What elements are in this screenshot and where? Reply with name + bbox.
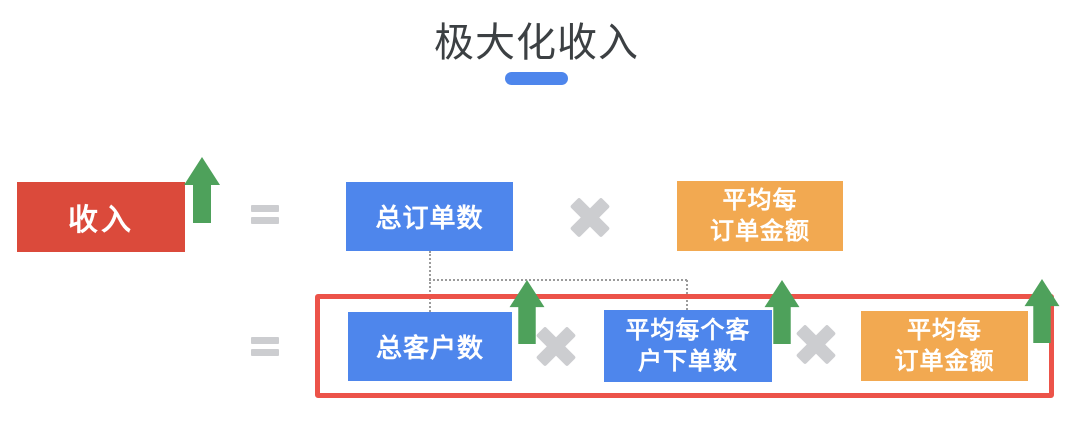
up-arrow-icon — [764, 280, 800, 344]
avg-order-value-box: 平均每 订单金额 — [861, 311, 1028, 381]
multiply-icon — [572, 199, 608, 235]
equals-icon — [251, 205, 279, 224]
equals-icon — [251, 337, 279, 356]
total-orders-label: 总订单数 — [375, 203, 484, 233]
up-arrow-icon — [184, 157, 220, 223]
connector-horizontal — [429, 279, 687, 281]
page-title: 极大化收入 — [434, 21, 639, 65]
up-arrow-icon — [1024, 279, 1060, 343]
connector-vertical-left — [429, 251, 431, 312]
avg-order-value-box: 平均每 订单金额 — [677, 181, 843, 251]
multiply-icon — [798, 326, 834, 362]
total-customers-label: 总客户数 — [375, 333, 484, 363]
total-orders-box: 总订单数 — [346, 182, 513, 251]
avg-orders-per-customer-line1: 平均每个客 — [625, 317, 751, 344]
avg-order-value-line2: 订单金额 — [710, 218, 810, 245]
avg-orders-per-customer-line2: 户下单数 — [638, 348, 738, 375]
avg-order-value-line1: 平均每 — [722, 187, 798, 214]
avg-orders-per-customer-box: 平均每个客 户下单数 — [604, 310, 772, 382]
revenue-box: 收入 — [17, 182, 185, 252]
highlight-outline — [315, 294, 1054, 398]
title-underline — [505, 72, 568, 85]
avg-order-value-line1: 平均每 — [907, 317, 982, 344]
up-arrow-icon — [509, 280, 545, 344]
revenue-label: 收入 — [68, 204, 134, 237]
total-customers-box: 总客户数 — [348, 312, 512, 381]
avg-order-value-line2: 订单金额 — [894, 348, 995, 375]
